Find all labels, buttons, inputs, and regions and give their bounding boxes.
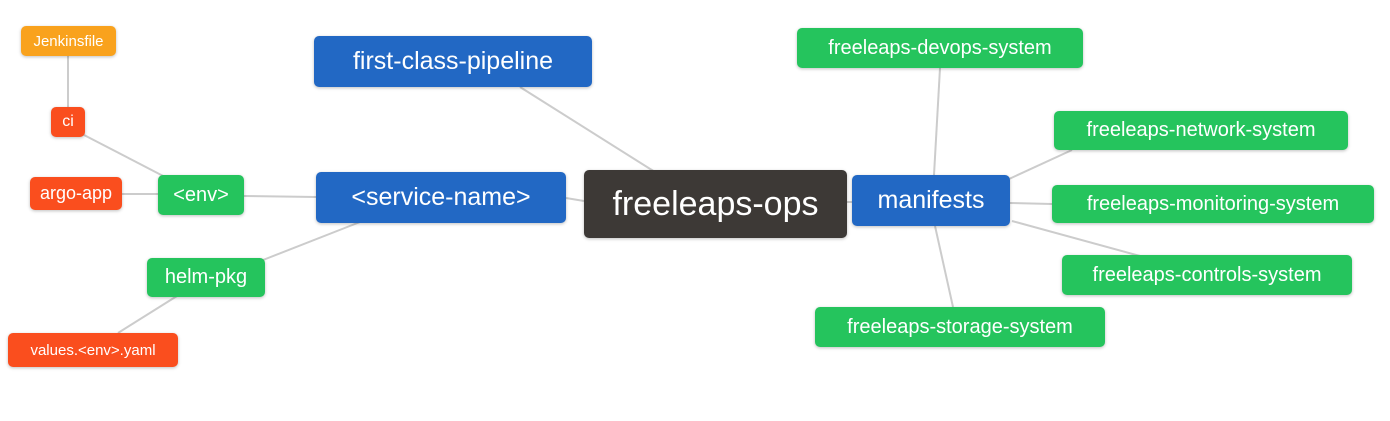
edge-values-env-yaml-helm-pkg: [117, 295, 178, 334]
node-service-name[interactable]: <service-name>: [316, 172, 566, 223]
edge-manifests-monitoring-system: [1009, 202, 1053, 205]
edge-env-service-name: [243, 195, 317, 198]
edge-service-name-freeleaps-ops: [565, 197, 585, 202]
node-freeleaps-devops-system[interactable]: freeleaps-devops-system: [797, 28, 1083, 68]
edge-manifests-network-system: [1008, 149, 1073, 180]
node-freeleaps-ops[interactable]: freeleaps-ops: [584, 170, 847, 238]
node-helm-pkg[interactable]: helm-pkg: [147, 258, 265, 297]
node-freeleaps-network-system[interactable]: freeleaps-network-system: [1054, 111, 1348, 150]
node-freeleaps-monitoring-system[interactable]: freeleaps-monitoring-system: [1052, 185, 1374, 223]
node-freeleaps-controls-system[interactable]: freeleaps-controls-system: [1062, 255, 1352, 295]
node-values-env-yaml[interactable]: values.<env>.yaml: [8, 333, 178, 367]
node-env[interactable]: <env>: [158, 175, 244, 215]
edge-manifests-devops-system: [933, 67, 941, 176]
node-freeleaps-storage-system[interactable]: freeleaps-storage-system: [815, 307, 1105, 347]
edge-manifests-storage-system: [934, 225, 954, 308]
edge-helm-pkg-service-name: [262, 221, 361, 261]
node-first-class-pipeline[interactable]: first-class-pipeline: [314, 36, 592, 87]
node-argo-app[interactable]: argo-app: [30, 177, 122, 210]
node-manifests[interactable]: manifests: [852, 175, 1010, 226]
edge-first-class-pipeline-ops: [519, 86, 656, 173]
edge-manifests-controls-system: [1011, 220, 1141, 257]
edge-ci-env: [83, 134, 168, 179]
node-jenkinsfile[interactable]: Jenkinsfile: [21, 26, 116, 56]
node-ci[interactable]: ci: [51, 107, 85, 137]
